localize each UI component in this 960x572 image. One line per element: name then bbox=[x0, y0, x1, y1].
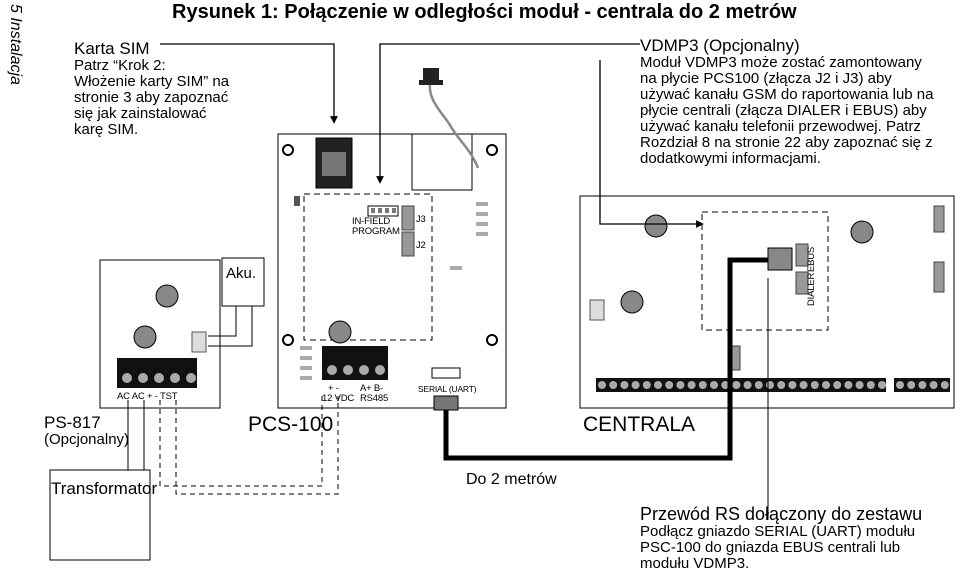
vdmp3-line: na płycie PCS100 (złącza J2 i J3) aby bbox=[640, 70, 892, 87]
vdmp3-line: płycie centrali (złącza DIALER i EBUS) a… bbox=[640, 102, 927, 119]
vdmp3-line: Moduł VDMP3 może zostać zamontowany bbox=[640, 54, 922, 71]
terminal-screw bbox=[878, 381, 886, 389]
ebus-label: EBUS bbox=[806, 246, 817, 272]
terminal-screw bbox=[698, 381, 707, 389]
vdmp3-heading: VDMP3 (Opcjonalny) bbox=[640, 36, 800, 55]
vdmp3-line: używać kanału GSM do raportowania lub na bbox=[640, 86, 934, 103]
terminal-screw bbox=[866, 381, 875, 389]
battery-label: Aku. bbox=[226, 265, 257, 282]
terminal-screw bbox=[777, 381, 786, 389]
terminal-screw bbox=[710, 381, 718, 389]
vdmp3-line: dodatkowymi informacjami. bbox=[640, 150, 821, 167]
transformator-box bbox=[49, 469, 151, 561]
ps817-caption: PS-817 (Opcjonalny) bbox=[44, 414, 129, 448]
chapter-tab: 5 Instalacja bbox=[7, 4, 24, 85]
sim-line: Patrz “Krok 2: bbox=[74, 57, 166, 74]
terminal-screw bbox=[754, 381, 763, 389]
terminal-screw bbox=[810, 381, 819, 389]
sim-heading: Karta SIM bbox=[74, 39, 150, 58]
terminal-screw bbox=[732, 381, 741, 389]
terminal-screw bbox=[896, 381, 904, 389]
terminal-screw bbox=[844, 381, 853, 389]
pcs-power-polarity: + - bbox=[328, 383, 339, 394]
pcs-rs485-polarity: A+ B- bbox=[360, 383, 384, 394]
transformator-label: Transformator bbox=[51, 479, 158, 498]
terminal-screw bbox=[940, 381, 949, 389]
terminal-screw bbox=[855, 381, 864, 389]
cable-note: Przewód RS dołączony do zestawu Podłącz … bbox=[640, 504, 922, 572]
sim-note: Karta SIM Patrz “Krok 2: Włożenie karty … bbox=[74, 40, 229, 138]
ps817-optional: (Opcjonalny) bbox=[44, 431, 130, 448]
in-field-label: IN-FIELD bbox=[352, 216, 390, 227]
terminal-screw bbox=[743, 381, 752, 389]
terminal-screw bbox=[833, 381, 842, 389]
terminal-screw bbox=[598, 381, 606, 389]
ps817-terminal-block bbox=[117, 358, 197, 388]
j2-label: J2 bbox=[416, 240, 426, 251]
cable-line: PSC-100 do gniazda EBUS centrali lub bbox=[640, 539, 901, 556]
vdmp3-note: VDMP3 (Opcjonalny) Moduł VDMP3 może zost… bbox=[640, 37, 934, 167]
terminal-screw bbox=[631, 381, 640, 389]
terminal-screw bbox=[721, 381, 730, 389]
serial-label: SERIAL (UART) bbox=[418, 384, 477, 394]
sim-line: Włożenie karty SIM” na bbox=[74, 73, 230, 90]
cable-line: modułu VDMP3. bbox=[640, 555, 750, 572]
ps817-name: PS-817 bbox=[44, 413, 101, 432]
terminal-screw bbox=[665, 381, 674, 389]
terminal-screw bbox=[766, 381, 774, 389]
battery-box bbox=[221, 257, 265, 307]
vdmp3-line: używać kanału telefonii przewodwej. Patr… bbox=[640, 118, 921, 135]
terminal-screw bbox=[654, 381, 662, 389]
figure-title: Rysunek 1: Połączenie w odległości moduł… bbox=[172, 1, 797, 23]
terminal-screw bbox=[799, 381, 808, 389]
terminal-screw bbox=[642, 381, 651, 389]
rs485-label: RS485 bbox=[360, 393, 389, 404]
vdmp3-line: Rozdział 8 na stronie 22 aby zapoznać si… bbox=[640, 134, 933, 151]
sim-line: karę SIM. bbox=[74, 121, 139, 138]
rs-cable bbox=[443, 257, 768, 461]
sim-line: stronie 3 aby zapoznać bbox=[74, 89, 229, 106]
terminal-screw bbox=[822, 381, 830, 389]
centrala-caption: CENTRALA bbox=[583, 413, 696, 436]
distance-label: Do 2 metrów bbox=[466, 471, 557, 488]
cable-heading: Przewód RS dołączony do zestawu bbox=[640, 504, 923, 524]
terminal-screw bbox=[687, 381, 696, 389]
ps817-terminal-labels: AC AC + - TST bbox=[117, 391, 178, 402]
terminal-screw bbox=[788, 381, 797, 389]
program-label: PROGRAM bbox=[352, 226, 400, 237]
terminal-screw bbox=[676, 381, 685, 389]
terminal-screw bbox=[929, 381, 938, 389]
cable-line: Podłącz gniazdo SERIAL (UART) modułu bbox=[640, 523, 916, 540]
j3-label: J3 bbox=[416, 214, 426, 225]
vdc-label: 12 VDC bbox=[322, 393, 355, 404]
terminal-screw bbox=[918, 381, 927, 389]
dialer-label: DIALER bbox=[806, 272, 817, 306]
terminal-screw bbox=[907, 381, 916, 389]
pcs100-caption: PCS-100 bbox=[248, 413, 334, 436]
terminal-screw bbox=[609, 381, 618, 389]
terminal-screw bbox=[620, 381, 629, 389]
sim-line: się jak zainstalować bbox=[74, 105, 207, 122]
